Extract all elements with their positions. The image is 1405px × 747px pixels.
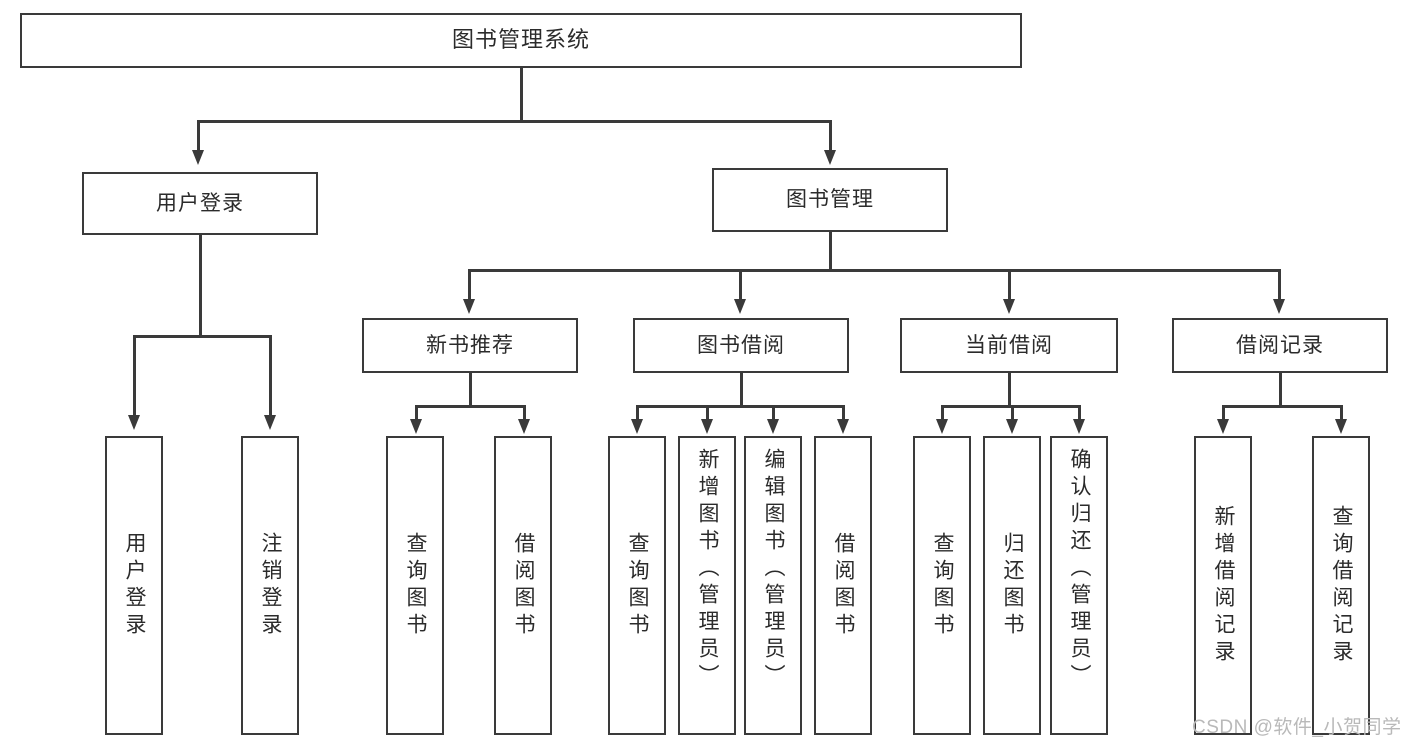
leaf-label: 借阅图书 (512, 531, 536, 640)
arrow-to-leaf-query-book-2 (631, 419, 643, 434)
connector-new-book-bus (415, 405, 525, 408)
connector-tier3-drop-3 (1008, 269, 1011, 301)
connector-tier2-bus (197, 120, 832, 123)
arrow-to-current-borrow (1003, 299, 1015, 314)
arrow-to-book-management (824, 150, 836, 165)
leaf-label: 查询图书 (931, 531, 955, 640)
leaf-label: 注销登录 (259, 531, 283, 640)
connector-current-borrow-drop-3 (1078, 405, 1081, 421)
leaf-label: 新增图书（管理员） (696, 448, 720, 691)
node-book-management[interactable]: 图书管理 (712, 168, 948, 232)
connector-user-login-bus (133, 335, 271, 338)
node-label: 借阅记录 (1236, 333, 1324, 357)
arrow-to-leaf-logout (264, 415, 276, 430)
connector-user-login-stem (199, 235, 202, 335)
leaf-query-book-current[interactable]: 查询图书 (913, 436, 971, 735)
leaf-confirm-return-admin[interactable]: 确认归还（管理员） (1050, 436, 1108, 735)
node-borrow-record[interactable]: 借阅记录 (1172, 318, 1388, 373)
connector-book-borrow-drop-1 (636, 405, 639, 421)
leaf-logout[interactable]: 注销登录 (241, 436, 299, 735)
arrow-to-leaf-add-book (701, 419, 713, 434)
arrow-to-leaf-query-borrow-record (1335, 419, 1347, 434)
connector-tier2-drop-right (829, 120, 832, 152)
arrow-to-borrow-record (1273, 299, 1285, 314)
connector-root-stem (520, 68, 523, 120)
leaf-label: 借阅图书 (832, 531, 856, 640)
connector-user-login-drop-2 (269, 335, 272, 417)
arrow-to-leaf-add-borrow-record (1217, 419, 1229, 434)
connector-current-borrow-drop-2 (1011, 405, 1014, 421)
connector-book-borrow-stem (740, 373, 743, 405)
leaf-label: 查询图书 (626, 531, 650, 640)
connector-book-borrow-drop-4 (842, 405, 845, 421)
connector-tier3-drop-1 (468, 269, 471, 301)
connector-current-borrow-drop-1 (941, 405, 944, 421)
leaf-user-login[interactable]: 用户登录 (105, 436, 163, 735)
connector-new-book-stem (469, 373, 472, 405)
leaf-query-book-borrow[interactable]: 查询图书 (608, 436, 666, 735)
leaf-label: 确认归还（管理员） (1068, 448, 1092, 691)
node-root-book-management-system[interactable]: 图书管理系统 (20, 13, 1022, 68)
leaf-edit-book-admin[interactable]: 编辑图书（管理员） (744, 436, 802, 735)
arrow-to-leaf-user-login (128, 415, 140, 430)
node-label: 图书管理 (786, 188, 874, 212)
leaf-add-book-admin[interactable]: 新增图书（管理员） (678, 436, 736, 735)
leaf-query-borrow-record[interactable]: 查询借阅记录 (1312, 436, 1370, 735)
node-new-book-recommend[interactable]: 新书推荐 (362, 318, 578, 373)
arrow-to-leaf-query-book-1 (410, 419, 422, 434)
leaf-label: 归还图书 (1001, 531, 1025, 640)
connector-borrow-record-drop-1 (1222, 405, 1225, 421)
connector-borrow-record-stem (1279, 373, 1282, 405)
leaf-query-book-new[interactable]: 查询图书 (386, 436, 444, 735)
connector-current-borrow-bus (941, 405, 1080, 408)
arrow-to-leaf-borrow-book-1 (518, 419, 530, 434)
leaf-label: 新增借阅记录 (1212, 504, 1236, 667)
leaf-borrow-book-new[interactable]: 借阅图书 (494, 436, 552, 735)
connector-tier3-drop-4 (1278, 269, 1281, 301)
connector-tier3-drop-2 (739, 269, 742, 301)
connector-tier3-bus (468, 269, 1280, 272)
connector-book-borrow-drop-2 (706, 405, 709, 421)
leaf-add-borrow-record[interactable]: 新增借阅记录 (1194, 436, 1252, 735)
node-label: 图书管理系统 (451, 27, 590, 53)
connector-tier2-drop-left (197, 120, 200, 152)
connector-user-login-drop-1 (133, 335, 136, 417)
arrow-to-book-borrow (734, 299, 746, 314)
connector-borrow-record-drop-2 (1340, 405, 1343, 421)
connector-borrow-record-bus (1222, 405, 1342, 408)
leaf-label: 查询图书 (404, 531, 428, 640)
leaf-label: 编辑图书（管理员） (762, 448, 786, 691)
connector-book-management-stem (829, 232, 832, 269)
node-label: 用户登录 (156, 191, 244, 215)
connector-book-borrow-bus (636, 405, 844, 408)
connector-new-book-drop-2 (523, 405, 526, 421)
node-label: 图书借阅 (697, 333, 785, 357)
connector-book-borrow-drop-3 (772, 405, 775, 421)
arrow-to-new-book-recommend (463, 299, 475, 314)
arrow-to-leaf-return-book (1006, 419, 1018, 434)
leaf-return-book[interactable]: 归还图书 (983, 436, 1041, 735)
node-current-borrow[interactable]: 当前借阅 (900, 318, 1118, 373)
arrow-to-leaf-borrow-book-2 (837, 419, 849, 434)
leaf-label: 查询借阅记录 (1330, 504, 1354, 667)
arrow-to-leaf-query-book-3 (936, 419, 948, 434)
connector-current-borrow-stem (1008, 373, 1011, 405)
leaf-label: 用户登录 (123, 531, 147, 640)
node-user-login[interactable]: 用户登录 (82, 172, 318, 235)
node-label: 新书推荐 (426, 333, 514, 357)
node-book-borrow[interactable]: 图书借阅 (633, 318, 849, 373)
leaf-borrow-book[interactable]: 借阅图书 (814, 436, 872, 735)
connector-new-book-drop-1 (415, 405, 418, 421)
node-label: 当前借阅 (965, 333, 1053, 357)
arrow-to-leaf-edit-book (767, 419, 779, 434)
arrow-to-user-login (192, 150, 204, 165)
arrow-to-leaf-confirm-return (1073, 419, 1085, 434)
